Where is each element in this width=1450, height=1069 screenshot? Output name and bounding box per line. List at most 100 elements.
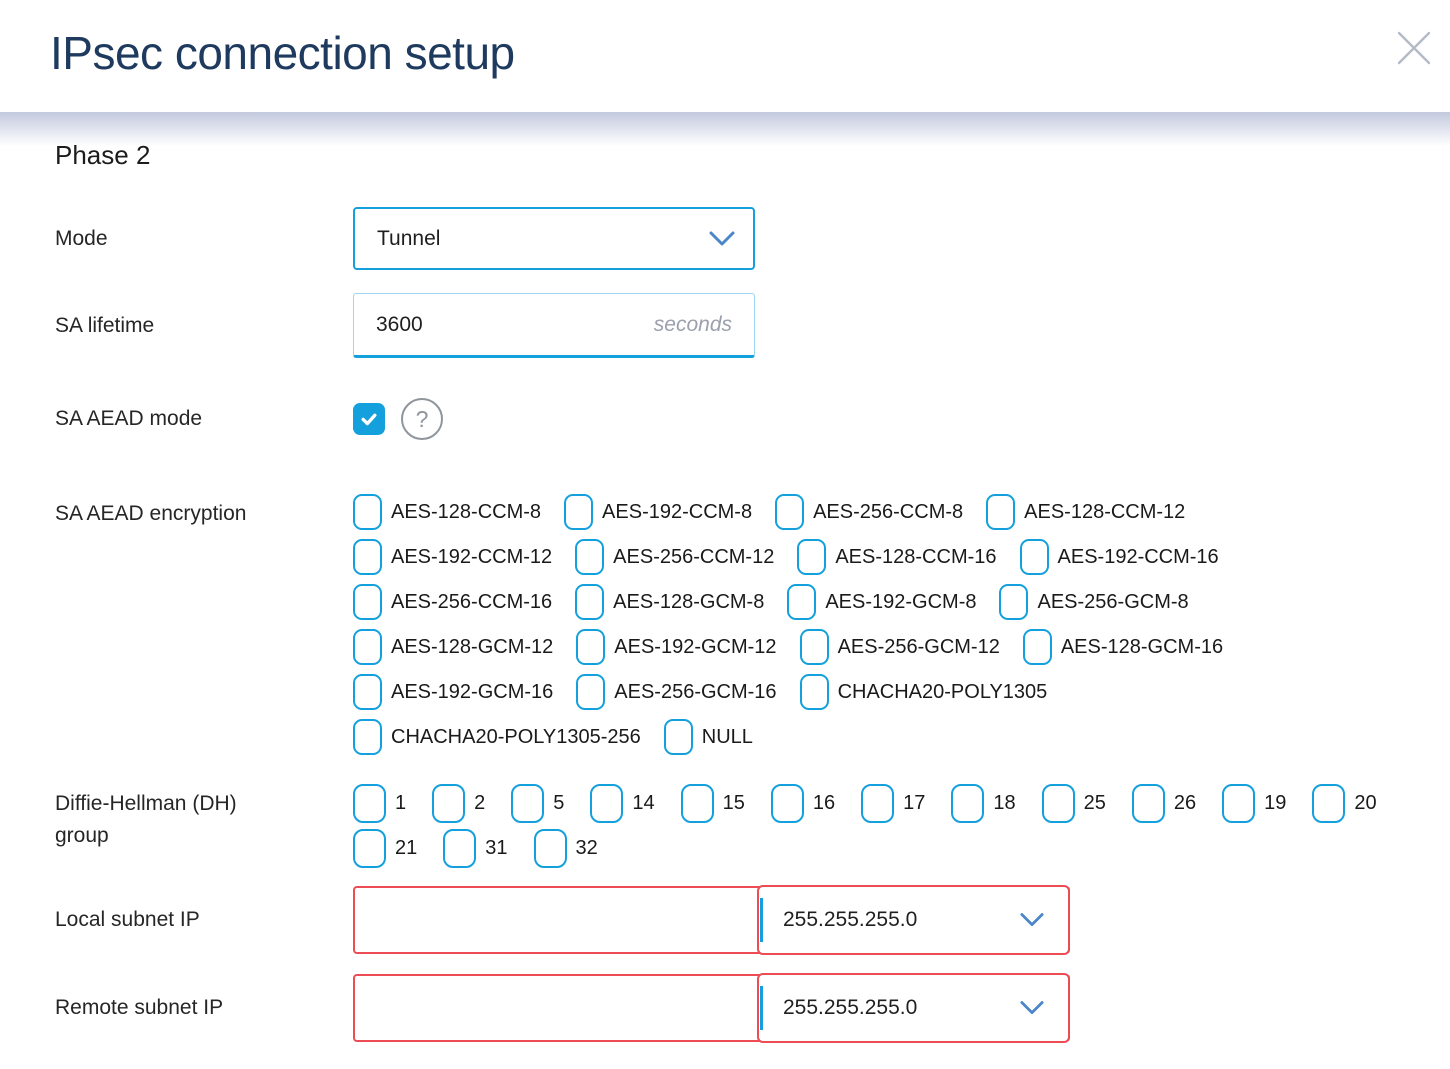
checkbox-icon[interactable] [799,674,829,710]
checkbox-icon[interactable] [663,719,693,755]
dh-group-option-row: 21 31 32 [353,829,1377,868]
dh-group-option[interactable]: 17 [861,784,925,823]
encryption-option[interactable]: AES-128-GCM-12 [353,629,553,665]
checkbox-icon[interactable] [1312,784,1346,823]
checkbox-icon[interactable] [353,829,386,868]
local-subnet-ip-input[interactable] [355,888,755,952]
checkbox-icon[interactable] [986,494,1016,530]
encryption-option-row: AES-192-CCM-12 AES-256-CCM-12 AES-128-CCM-… [353,539,1223,575]
encryption-option[interactable]: CHACHA20-POLY1305 [799,674,1047,710]
encryption-option[interactable]: NULL [663,719,753,755]
dh-group-option[interactable]: 31 [443,829,508,868]
checkbox-icon[interactable] [576,629,606,665]
checkbox-label: AES-192-GCM-8 [825,590,977,613]
dh-group-option[interactable]: 20 [1312,784,1377,823]
remote-subnet-mask-select[interactable]: 255.255.255.0 [757,973,1070,1043]
checkbox-icon[interactable] [511,784,545,823]
encryption-option[interactable]: AES-192-GCM-8 [787,584,976,620]
sa-aead-encryption-label: SA AEAD encryption [55,502,247,525]
checkbox-icon[interactable] [787,584,817,620]
encryption-option[interactable]: AES-256-CCM-12 [575,539,774,575]
dh-group-option[interactable]: 25 [1041,784,1106,823]
sa-lifetime-input[interactable] [354,294,754,355]
checkbox-icon[interactable] [1222,784,1256,823]
dialog-content: Phase 2 Mode Tunnel SA lifetime seconds … [0,140,1450,1043]
dh-group-option[interactable]: 1 [353,784,406,823]
checkbox-icon[interactable] [775,494,805,530]
encryption-option[interactable]: AES-128-GCM-16 [1022,629,1223,665]
dh-group-option[interactable]: 16 [770,784,835,823]
checkbox-icon[interactable] [770,784,804,823]
checkbox-label: AES-128-GCM-12 [391,635,554,658]
checkbox-label: 19 [1264,792,1287,814]
checkbox-icon[interactable] [564,494,594,530]
encryption-option[interactable]: CHACHA20-POLY1305-256 [353,719,641,755]
checkbox-icon[interactable] [999,584,1029,620]
checkbox-icon[interactable] [797,539,827,575]
checkbox-label: AES-256-GCM-12 [837,635,1000,658]
dh-group-option[interactable]: 32 [533,829,598,868]
dh-group-option[interactable]: 5 [511,784,564,823]
checkbox-icon[interactable] [1041,784,1075,823]
checkbox-icon[interactable] [432,784,466,823]
dh-group-option[interactable]: 18 [951,784,1016,823]
mode-label: Mode [55,226,108,250]
checkbox-icon[interactable] [353,494,382,530]
checkbox-label: AES-128-CCM-12 [1024,500,1186,523]
encryption-option[interactable]: AES-128-GCM-8 [575,584,764,620]
sa-lifetime-label: SA lifetime [55,313,155,337]
checkbox-icon[interactable] [576,674,606,710]
encryption-option[interactable]: AES-192-CCM-12 [353,539,552,575]
dh-group-option[interactable]: 21 [353,829,417,868]
encryption-option[interactable]: AES-256-CCM-16 [353,584,552,620]
dh-group-option[interactable]: 26 [1131,784,1197,823]
checkbox-icon[interactable] [443,829,477,868]
encryption-option[interactable]: AES-128-CCM-16 [797,539,997,575]
checkbox-icon[interactable] [861,784,895,823]
sa-aead-mode-checkbox[interactable] [353,403,385,435]
dh-group-option[interactable]: 14 [590,784,655,823]
encryption-option[interactable]: AES-192-GCM-16 [353,674,553,710]
checkbox-icon[interactable] [533,829,567,868]
help-icon[interactable]: ? [401,398,443,440]
checkmark-icon [361,413,377,426]
close-button[interactable] [1392,26,1436,70]
dh-group-option[interactable]: 19 [1222,784,1286,823]
checkbox-icon[interactable] [1131,784,1165,823]
checkbox-icon[interactable] [575,584,605,620]
checkbox-label: AES-192-GCM-12 [614,635,777,658]
mode-select[interactable]: Tunnel [353,207,755,270]
checkbox-icon[interactable] [353,719,382,755]
checkbox-icon[interactable] [1019,539,1049,575]
dh-group-option[interactable]: 15 [680,784,745,823]
checkbox-icon[interactable] [353,674,382,710]
encryption-option[interactable]: AES-128-CCM-12 [986,494,1185,530]
checkbox-icon[interactable] [575,539,605,575]
local-subnet-mask-select[interactable]: 255.255.255.0 [757,885,1070,955]
encryption-option[interactable]: AES-128-CCM-8 [353,494,541,530]
checkbox-icon[interactable] [951,784,985,823]
checkbox-label: 20 [1354,792,1377,814]
remote-subnet-ip-input[interactable] [355,976,755,1040]
checkbox-label: AES-256-GCM-16 [614,680,777,703]
encryption-option[interactable]: AES-256-GCM-12 [799,629,1000,665]
encryption-option[interactable]: AES-256-GCM-16 [576,674,777,710]
checkbox-icon[interactable] [799,629,829,665]
encryption-option[interactable]: AES-192-CCM-16 [1019,539,1219,575]
checkbox-icon[interactable] [353,629,382,665]
checkbox-icon[interactable] [1022,629,1052,665]
encryption-option[interactable]: AES-256-CCM-8 [775,494,963,530]
encryption-option[interactable]: AES-256-GCM-8 [999,584,1189,620]
checkbox-icon[interactable] [353,584,382,620]
encryption-option[interactable]: AES-192-GCM-12 [576,629,777,665]
checkbox-label: AES-192-CCM-12 [391,545,553,568]
dh-group-option[interactable]: 2 [432,784,485,823]
encryption-option[interactable]: AES-192-CCM-8 [564,494,752,530]
checkbox-icon[interactable] [680,784,714,823]
checkbox-icon[interactable] [590,784,624,823]
checkbox-icon[interactable] [353,539,382,575]
checkbox-icon[interactable] [353,784,386,823]
checkbox-label: 26 [1173,792,1197,814]
